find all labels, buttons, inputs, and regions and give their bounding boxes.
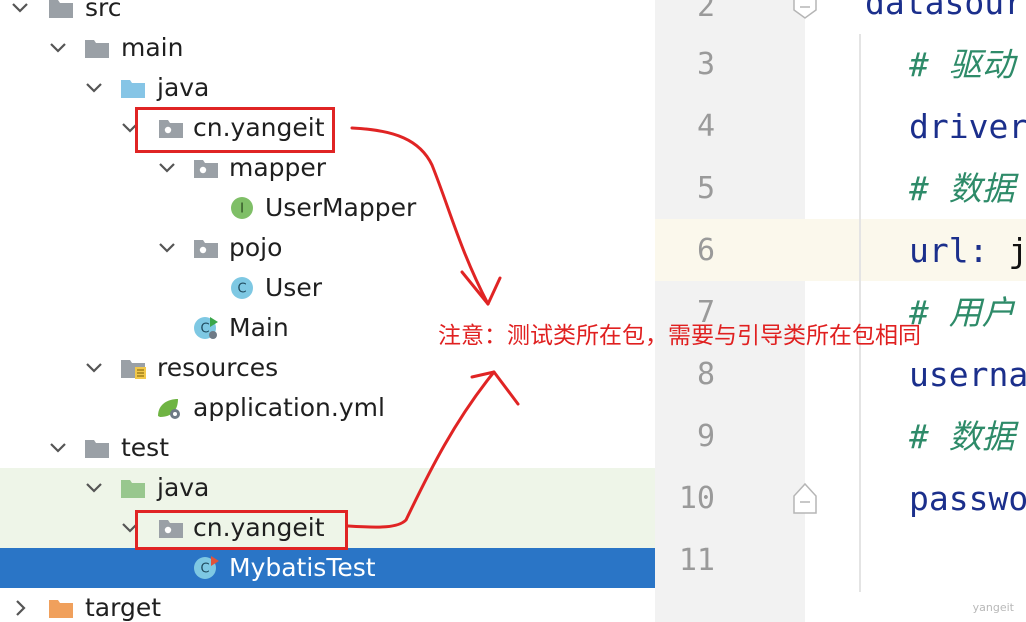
spring-config-file-icon — [158, 399, 180, 419]
current-line-highlight — [655, 219, 1026, 281]
tree-item-test-java[interactable]: java — [0, 468, 655, 508]
tree-item-target[interactable]: target — [0, 588, 655, 622]
line-number: 4 — [696, 109, 715, 144]
test-class-icon: C — [194, 556, 219, 579]
chevron-down-icon[interactable] — [8, 0, 32, 20]
editor-gutter — [655, 0, 805, 622]
tree-item-main-class[interactable]: C Main — [0, 308, 655, 348]
resources-folder-icon — [121, 360, 146, 379]
tree-item-label: test — [121, 433, 170, 462]
line-number: 11 — [678, 543, 715, 578]
tree-item-label: src — [85, 0, 122, 22]
code-key: url: — [909, 231, 1009, 270]
indent-guide — [859, 34, 861, 592]
class-icon: C — [231, 277, 253, 299]
code-line: passwo — [909, 479, 1026, 518]
code-comment: # 驱动 — [909, 45, 1015, 84]
chevron-down-icon[interactable] — [118, 516, 142, 540]
code-comment: # 数据 — [909, 169, 1015, 208]
interface-icon: I — [231, 197, 253, 219]
fold-marker-icon[interactable] — [791, 482, 819, 514]
line-number: 2 — [696, 0, 715, 24]
tree-item-main[interactable]: main — [0, 28, 655, 68]
tree-item-label: pojo — [229, 233, 283, 262]
tree-item-label: application.yml — [193, 393, 385, 422]
selection-highlight — [0, 548, 655, 588]
annotation-note: 注意：测试类所在包，需要与引导类所在包相同 — [438, 323, 921, 349]
code-line: userna — [909, 355, 1026, 394]
tree-item-java[interactable]: java — [0, 68, 655, 108]
tree-item-label: MybatisTest — [229, 553, 376, 582]
chevron-down-icon[interactable] — [46, 436, 70, 460]
package-icon — [159, 120, 183, 138]
spring-boot-main-class-icon: C — [194, 317, 218, 339]
tree-item-usermapper[interactable]: I UserMapper — [0, 188, 655, 228]
tree-item-label: UserMapper — [265, 193, 417, 222]
code-comment: # 用户 — [909, 293, 1015, 332]
tree-item-label: target — [85, 593, 162, 622]
tree-item-label: User — [265, 273, 322, 302]
line-number: 10 — [678, 481, 715, 516]
line-number: 6 — [696, 233, 715, 268]
folder-icon — [85, 440, 109, 458]
code-line: url: j — [909, 220, 1026, 282]
chevron-down-icon[interactable] — [118, 116, 142, 140]
tree-item-label: Main — [229, 313, 289, 342]
project-tree-panel: src main java cn.yangeit mapper I UserMa… — [0, 0, 655, 622]
tree-item-label: resources — [157, 353, 279, 382]
line-number: 9 — [696, 419, 715, 454]
code-value: j — [1008, 231, 1026, 270]
tree-item-resources[interactable]: resources — [0, 348, 655, 388]
tree-item-mapper[interactable]: mapper — [0, 148, 655, 188]
tree-item-label: main — [121, 33, 184, 62]
tree-item-label: java — [157, 73, 210, 102]
tree-item-pojo[interactable]: pojo — [0, 228, 655, 268]
folder-icon — [49, 0, 73, 18]
svg-text:C: C — [200, 562, 209, 577]
tree-item-label: cn.yangeit — [193, 513, 325, 542]
chevron-down-icon[interactable] — [155, 236, 179, 260]
chevron-down-icon[interactable] — [82, 476, 106, 500]
excluded-folder-icon — [49, 600, 73, 618]
code-line: driver — [909, 107, 1026, 146]
chevron-down-icon[interactable] — [82, 356, 106, 380]
line-number: 3 — [696, 47, 715, 82]
chevron-down-icon[interactable] — [46, 36, 70, 60]
fold-marker-icon[interactable] — [791, 0, 819, 20]
folder-icon — [85, 40, 109, 58]
tree-item-label: java — [157, 473, 210, 502]
tree-item-package[interactable]: cn.yangeit — [0, 108, 655, 148]
package-icon — [194, 160, 218, 178]
watermark: yangeit — [972, 601, 1014, 614]
tree-item-label: cn.yangeit — [193, 113, 325, 142]
highlight-box-test-package — [135, 510, 348, 550]
test-source-highlight — [0, 468, 655, 548]
line-number: 7 — [696, 295, 715, 330]
tree-item-mybatistest[interactable]: C MybatisTest — [0, 548, 655, 588]
svg-text:C: C — [200, 322, 209, 337]
tree-item-src[interactable]: src — [0, 0, 655, 28]
test-source-root-folder-icon — [121, 480, 145, 498]
code-editor[interactable]: 2 3 4 5 6 7 8 9 10 11 datasour # 驱动 driv… — [655, 0, 1026, 622]
code-comment: # 数据 — [909, 417, 1015, 456]
tree-item-label: mapper — [229, 153, 327, 182]
tree-item-test-package[interactable]: cn.yangeit — [0, 508, 655, 548]
line-number: 5 — [696, 171, 715, 206]
svg-text:I: I — [240, 202, 244, 217]
tree-item-test[interactable]: test — [0, 428, 655, 468]
package-icon — [159, 520, 183, 538]
code-line: datasour — [865, 0, 1024, 22]
chevron-right-icon[interactable] — [8, 596, 32, 620]
chevron-down-icon[interactable] — [155, 156, 179, 180]
line-number: 8 — [696, 357, 715, 392]
svg-text:C: C — [237, 282, 246, 297]
chevron-down-icon[interactable] — [82, 76, 106, 100]
tree-item-application-yml[interactable]: application.yml — [0, 388, 655, 428]
source-root-folder-icon — [121, 80, 145, 98]
highlight-box-main-package — [135, 107, 335, 153]
tree-item-user[interactable]: C User — [0, 268, 655, 308]
package-icon — [194, 240, 218, 258]
